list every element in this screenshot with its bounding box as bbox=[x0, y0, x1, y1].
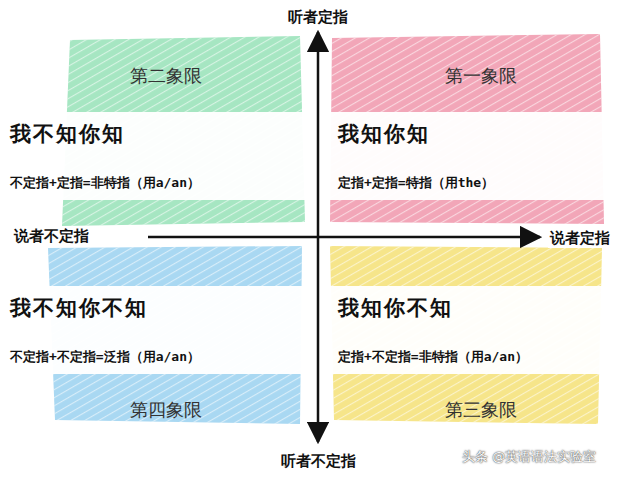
box-formula: 定指+定指=特指（用the） bbox=[338, 174, 614, 192]
quadrant-box: 我知你不知定指+不定指=非特指（用a/an） bbox=[328, 286, 624, 374]
quadrant-label: 第一象限 bbox=[445, 64, 517, 88]
box-formula: 不定指+定指=非特指（用a/an） bbox=[10, 174, 302, 192]
quadrant-label: 第三象限 bbox=[445, 398, 517, 422]
box-formula: 定指+不定指=非特指（用a/an） bbox=[338, 348, 614, 366]
axis-label: 说者不定指 bbox=[12, 227, 91, 246]
box-heading: 我知你不知 bbox=[338, 294, 614, 322]
quadrant-label: 第四象限 bbox=[130, 398, 202, 422]
quadrant-box: 我知你知定指+定指=特指（用the） bbox=[328, 112, 624, 200]
box-heading: 我知你知 bbox=[338, 120, 614, 148]
box-heading: 我不知你知 bbox=[10, 120, 302, 148]
axis-label: 说者定指 bbox=[548, 229, 612, 248]
horizontal-axis bbox=[148, 236, 540, 239]
box-heading: 我不知你不知 bbox=[10, 294, 302, 322]
box-formula: 不定指+不定指=泛指（用a/an） bbox=[10, 348, 302, 366]
watermark: 头条 @英语语法实验室 bbox=[462, 448, 596, 466]
axis-label: 听者定指 bbox=[286, 8, 350, 27]
quadrant-box: 我不知你知不定指+定指=非特指（用a/an） bbox=[0, 112, 312, 200]
quadrant-box: 我不知你不知不定指+不定指=泛指（用a/an） bbox=[0, 286, 312, 374]
quadrant-label: 第二象限 bbox=[130, 64, 202, 88]
axis-label: 听者不定指 bbox=[279, 452, 358, 471]
